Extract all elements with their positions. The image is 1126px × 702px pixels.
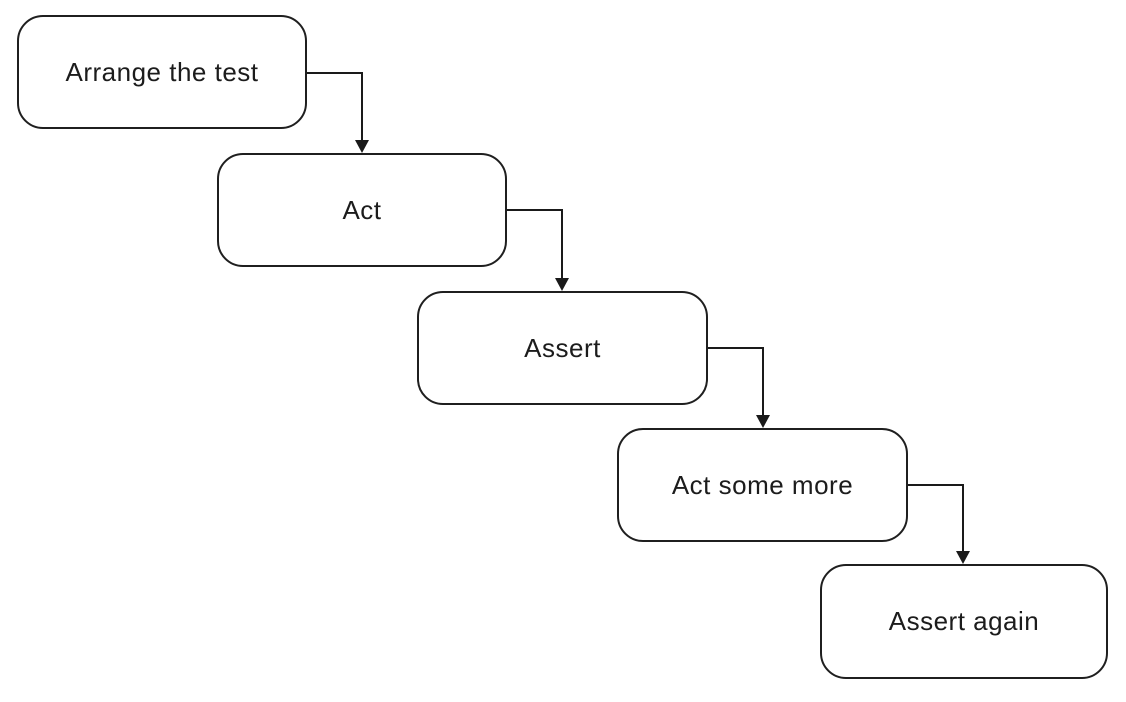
arrowhead-down-icon: [756, 415, 770, 428]
node-assert-again: Assert again: [820, 564, 1108, 679]
arrowhead-down-icon: [956, 551, 970, 564]
connector-assert-to-act-some-more: [708, 347, 770, 428]
connector-arrange-to-act: [307, 72, 369, 153]
node-label: Arrange the test: [65, 56, 259, 87]
node-label: Assert: [524, 332, 601, 363]
node-act-some-more: Act some more: [617, 428, 908, 542]
node-arrange-the-test: Arrange the test: [17, 15, 307, 129]
node-label: Act: [342, 194, 382, 225]
node-label: Assert again: [888, 606, 1040, 636]
node-act: Act: [217, 153, 507, 267]
arrowhead-down-icon: [355, 140, 369, 153]
connector-act-to-assert: [507, 209, 569, 291]
arrowhead-down-icon: [555, 278, 569, 291]
node-label: Act some more: [671, 469, 854, 500]
connector-act-some-more-to-assert-again: [908, 484, 970, 564]
node-assert: Assert: [417, 291, 708, 405]
